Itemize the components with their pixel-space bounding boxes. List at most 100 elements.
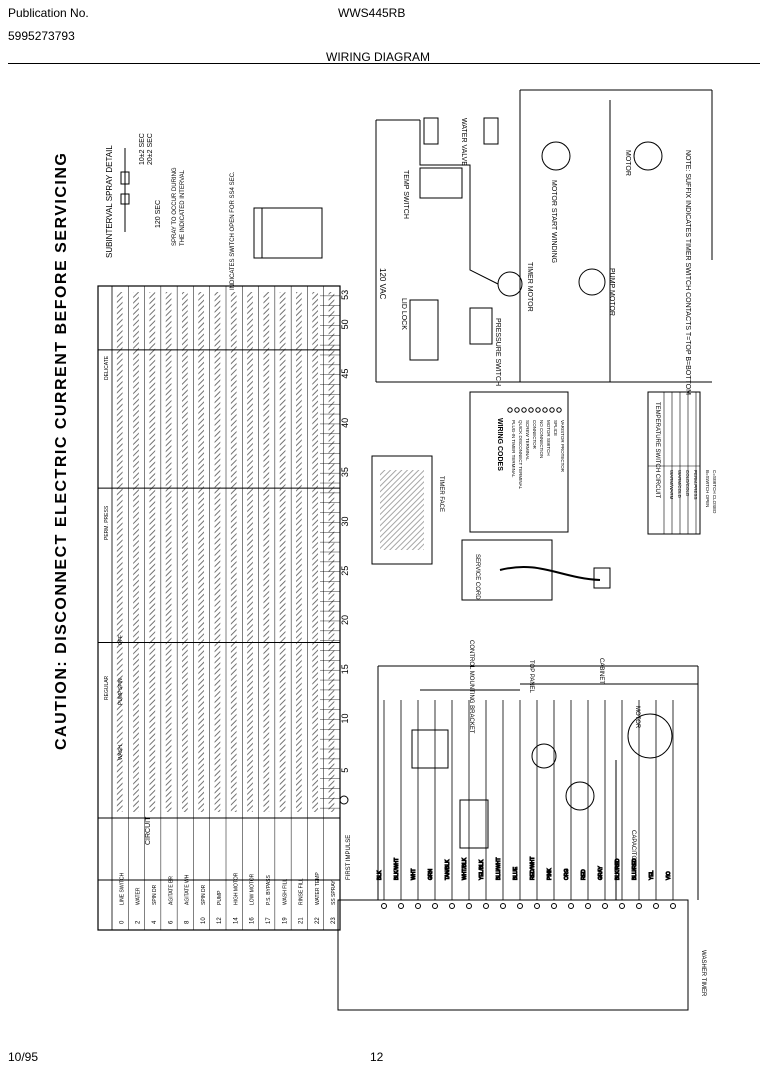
svg-text:CIRCUIT: CIRCUIT: [145, 816, 152, 845]
svg-text:SPRAY TO OCCUR DURING: SPRAY TO OCCUR DURING: [172, 167, 178, 246]
svg-text:SERVICE CORD: SERVICE CORD: [474, 554, 480, 600]
harness-motor-label: MOTOR: [634, 706, 640, 729]
interval-number: 20: [340, 615, 350, 625]
wire-color-label: BLU/WHT: [496, 858, 502, 881]
wire-color-label: PINK: [547, 868, 553, 880]
wiring-code-item: PLUG-IN TIMER TERMINAL: [511, 420, 516, 478]
wiring-code-item: CONNECTOR: [532, 420, 537, 450]
interval-number: 10: [340, 713, 350, 723]
spray-detail: SUBINTERVAL SPRAY DETAIL 10±2 SEC 20±2 S…: [105, 133, 323, 290]
wiring-code-item: SCREW TERMINAL: [525, 420, 530, 461]
terminal-number: 16: [250, 917, 256, 924]
header-rule: [8, 63, 760, 64]
switch-bar: [296, 292, 302, 812]
terminal-number: 0: [119, 920, 125, 924]
wire-color-label: BLUE: [513, 866, 519, 880]
switch-bar: [279, 292, 286, 812]
temp-table-legend: C=SWITCH CLOSED: [712, 470, 717, 514]
interval-number: 25: [340, 566, 350, 576]
cabinet-label: CABINET: [598, 658, 604, 684]
wire-color-label: YEL/BLK: [479, 859, 485, 880]
circuit-label: SS SPRAY: [331, 880, 337, 905]
wire-color-label: VIO: [666, 871, 672, 880]
timer-face: TIMER FACE: [371, 455, 444, 565]
page-title: WIRING DIAGRAM: [326, 50, 430, 64]
svg-text:20±2 SEC: 20±2 SEC: [147, 133, 154, 165]
circuit-label: WASH FILL: [282, 879, 288, 905]
wiring-code-item: VARISTOR PROTECTOR: [560, 420, 565, 473]
switch-bar: [312, 292, 319, 812]
publication-label: Publication No.: [8, 6, 89, 20]
interval-number: 50: [340, 319, 350, 329]
interval-number: 40: [340, 418, 350, 428]
switch-bar: [133, 292, 139, 812]
interval-number: 30: [340, 516, 350, 526]
svg-text:INDICATES SWITCH OPEN FOR SS4: INDICATES SWITCH OPEN FOR SS4 SEC.: [230, 171, 236, 290]
wire-color-label: BLK/RED: [615, 858, 621, 880]
interval-number: 53: [340, 290, 350, 300]
circuit-label: AGITATE WH: [185, 874, 191, 905]
wire-color-label: RED/WHT: [530, 857, 536, 880]
top-panel-label: TOP PANEL: [528, 660, 534, 694]
svg-text:WIRING CODES: WIRING CODES: [496, 418, 503, 471]
switch-bar: [165, 292, 172, 812]
control-ground-label: CONTROL MOUNTING BRACKET: [468, 640, 474, 734]
wiring-code-item: MOTOR SWITCH: [546, 420, 551, 456]
temp-table-row: WARM/COLD: [677, 470, 682, 499]
terminal-number: 6: [168, 920, 174, 924]
svg-text:120 SEC: 120 SEC: [155, 200, 162, 228]
switch-bar: [247, 292, 253, 812]
interval-number: 35: [340, 467, 350, 477]
footer-date: 10/95: [8, 1050, 39, 1064]
motor-label: MOTOR: [624, 150, 631, 176]
washer-timer-label: WASHER TIMER: [700, 950, 706, 997]
circuit-label: AGITATE BR: [168, 876, 174, 905]
wiring-code-item: SPLICE: [553, 420, 558, 436]
motor-schematic: [375, 89, 713, 383]
circuit-label: LINE SWITCH: [119, 872, 125, 905]
timer-motor-label: TIMER MOTOR: [526, 262, 533, 312]
wire-color-label: BLK: [377, 870, 383, 880]
switch-bar: [214, 292, 221, 812]
switch-bar: [198, 292, 205, 812]
switch-bar: [328, 292, 335, 812]
wire-color-label: BLK/WHT: [394, 858, 400, 880]
switch-bar: [230, 292, 237, 812]
wire-color-label: WHT/BLK: [462, 857, 468, 880]
wiring-code-item: NO CONNECTION: [539, 420, 544, 458]
circuit-label: WATER: [136, 887, 142, 905]
wire-color-label: GRN: [428, 869, 434, 881]
svg-text:TEMPERATURE SWITCH CIRCUIT: TEMPERATURE SWITCH CIRCUIT: [654, 402, 660, 499]
caution-text: CAUTION: DISCONNECT ELECTRIC CURRENT BEF…: [53, 152, 70, 750]
lid-lock-label: LID LOCK: [400, 298, 407, 330]
circuit-label: PUMP: [217, 890, 223, 905]
supply-label: 120 VAC: [378, 268, 387, 300]
circuit-label: SPIN DR: [201, 884, 207, 905]
phase-label: PERM. PRESS: [104, 505, 110, 540]
temp-table-row: PERM.PRESS: [693, 470, 698, 500]
interval-number: 15: [340, 664, 350, 674]
wiring-code-item: QUICK DISCONNECT TERMINAL: [518, 420, 523, 490]
switch-bar: [182, 292, 188, 812]
temp-switch-label: TEMP SWITCH: [402, 170, 409, 219]
terminal-number: 10: [201, 917, 207, 924]
terminal-number: 23: [331, 917, 337, 924]
service-cord: SERVICE CORD: [461, 539, 611, 601]
switch-bar: [149, 292, 156, 812]
circuit-label: HIGH MOTOR: [233, 872, 239, 905]
model-number: WWS445RB: [338, 6, 406, 20]
pressure-switch-label: PRESSURE SWITCH: [494, 318, 501, 386]
svg-text:10±2 SEC: 10±2 SEC: [139, 133, 146, 165]
wire-color-label: GRAY: [598, 866, 604, 880]
timer-contact-note: NOTE: SUFFIX INDICATES TIMER SWITCH CONT…: [684, 150, 691, 395]
wire-color-label: YEL: [649, 870, 655, 880]
terminal-number: 21: [299, 917, 305, 924]
wire-color-label: TAN/BLK: [445, 859, 451, 880]
wire-color-label: BLU/RED: [632, 858, 638, 880]
phase-label: REGULAR: [104, 675, 110, 700]
wire-color-label: ORG: [564, 869, 570, 881]
interval-number: 45: [340, 369, 350, 379]
